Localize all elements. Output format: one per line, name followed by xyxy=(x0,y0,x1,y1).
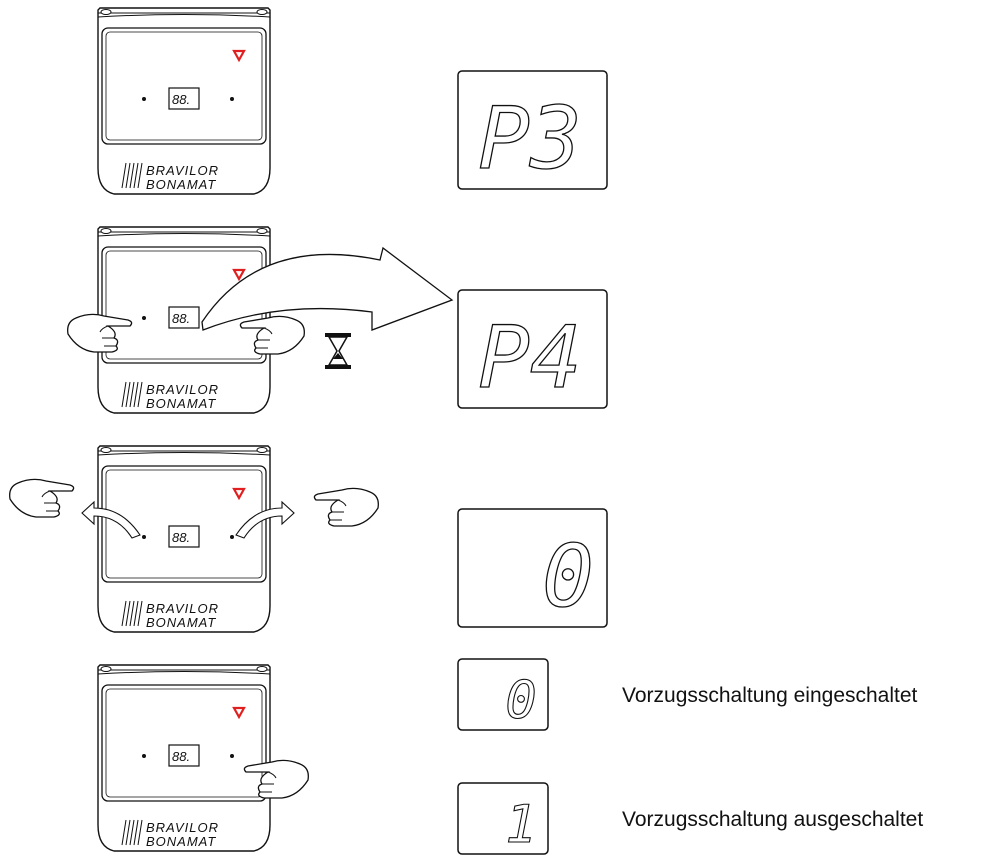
segment-display-2: P4 xyxy=(457,289,608,409)
segment-display-3: 0 xyxy=(457,508,608,628)
brand-name-1: BRAVILOR xyxy=(146,163,219,178)
curved-arrow-icon xyxy=(201,246,454,331)
display-value: P4 xyxy=(478,308,582,408)
display-value: 0 xyxy=(505,671,536,731)
mini-display-text: 88. xyxy=(172,749,190,764)
brand-name-2: BONAMAT xyxy=(146,396,216,411)
label-disabled: Vorzugsschaltung ausgeschaltet xyxy=(622,808,924,831)
display-value: 0 xyxy=(542,527,594,627)
device-panel-4: 88. BRAVILOR BONAMAT xyxy=(96,663,272,853)
device-panel-1: 88. BRAVILOR BONAMAT xyxy=(96,6,272,196)
brand-name-2: BONAMAT xyxy=(146,177,216,192)
segment-display-4: 0 xyxy=(457,658,549,732)
hand-pointer-icon xyxy=(9,478,75,518)
display-value: P3 xyxy=(478,89,582,189)
brand-name-1: BRAVILOR xyxy=(146,820,219,835)
brand-name-2: BONAMAT xyxy=(146,834,216,849)
display-value: 1 xyxy=(505,795,536,855)
mini-display-text: 88. xyxy=(172,530,190,545)
label-enabled: Vorzugsschaltung eingeschaltet xyxy=(622,684,918,707)
segment-display-5: 1 xyxy=(457,782,549,856)
hand-pointer-icon xyxy=(313,487,379,527)
brand-name-1: BRAVILOR xyxy=(146,601,219,616)
hourglass-icon xyxy=(325,333,351,369)
device-panel-2: 88. BRAVILOR BONAMAT xyxy=(96,225,272,415)
device-panel-3: 88. BRAVILOR BONAMAT xyxy=(96,444,272,634)
segment-display-1: P3 xyxy=(457,70,608,190)
brand-name-1: BRAVILOR xyxy=(146,382,219,397)
curved-arrow-icon xyxy=(81,500,295,539)
mini-display-text: 88. xyxy=(172,311,190,326)
brand-name-2: BONAMAT xyxy=(146,615,216,630)
mini-display-text: 88. xyxy=(172,92,190,107)
